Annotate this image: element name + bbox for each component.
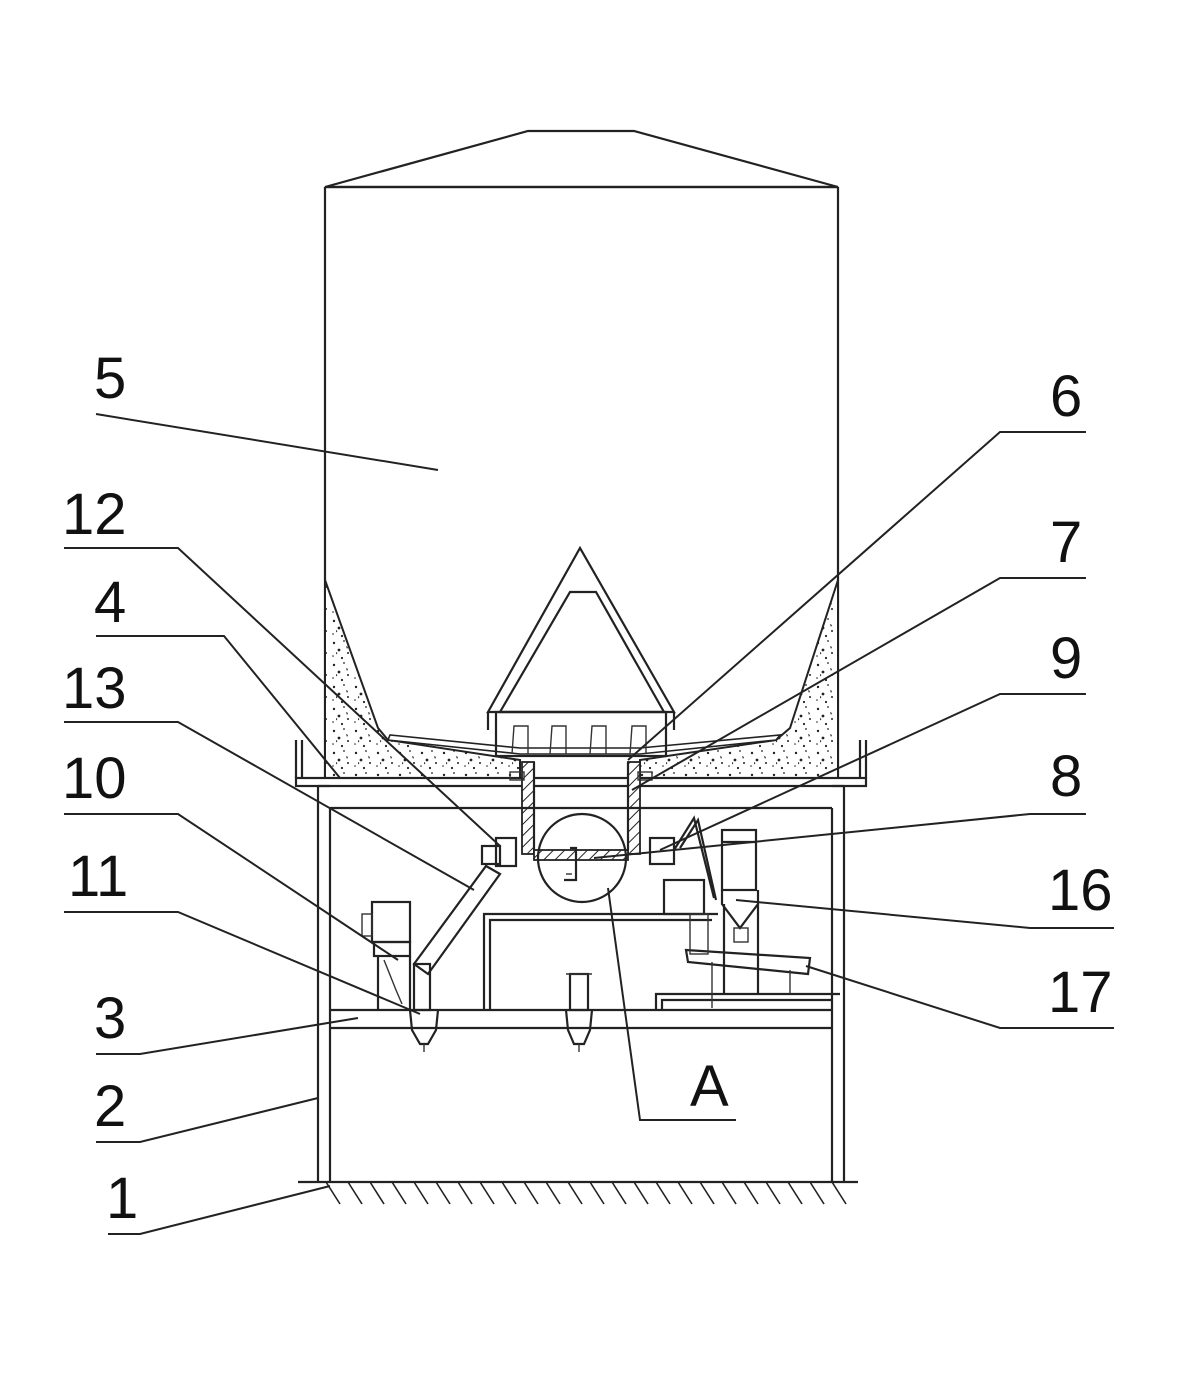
ground-hatch-mark xyxy=(391,1181,407,1205)
label-13: 13 xyxy=(62,656,127,721)
ground-hatch-mark xyxy=(655,1181,671,1205)
label-10: 10 xyxy=(62,746,127,811)
label-1: 1 xyxy=(106,1166,138,1231)
label-11: 11 xyxy=(68,844,128,909)
ground-hatch-mark xyxy=(743,1181,759,1205)
detail-circle-a xyxy=(536,812,628,904)
ground-hatch-mark xyxy=(611,1181,627,1205)
label-17: 17 xyxy=(1048,960,1113,1025)
ground-hatch-mark xyxy=(325,1181,341,1205)
ground-hatch-mark xyxy=(347,1181,363,1205)
label-3: 3 xyxy=(94,986,126,1051)
label-16: 16 xyxy=(1048,858,1113,923)
label-5: 5 xyxy=(94,346,126,411)
ground-hatch-mark xyxy=(413,1181,429,1205)
ground-hatch-mark xyxy=(567,1181,583,1205)
cone-distributor xyxy=(486,545,676,758)
ground-hatch-mark xyxy=(633,1181,649,1205)
center-discharge-nozzle xyxy=(564,972,594,1052)
discharge-hopper xyxy=(509,761,653,861)
label-9: 9 xyxy=(1050,626,1082,691)
ground-hatch-mark xyxy=(677,1181,693,1205)
ground-hatch-mark xyxy=(545,1181,561,1205)
ground-hatch-mark xyxy=(457,1181,473,1205)
reference-labels: 5 6 12 7 4 9 13 10 8 11 16 17 3 A 2 1 xyxy=(62,346,1113,1231)
right-conveyor-equipment xyxy=(648,815,812,1008)
ground-hatch-mark xyxy=(721,1181,737,1205)
ground-hatch-mark xyxy=(787,1181,803,1205)
label-12: 12 xyxy=(62,482,127,547)
ground-hatch-mark xyxy=(523,1181,539,1205)
ground-hatch-mark xyxy=(501,1181,517,1205)
support-slab xyxy=(294,740,868,788)
label-A: A xyxy=(690,1054,729,1119)
ground-hatch-mark xyxy=(809,1181,825,1205)
leader-lines xyxy=(64,413,1114,1235)
ground-hatch-mark xyxy=(699,1181,715,1205)
label-8: 8 xyxy=(1050,744,1082,809)
concrete-base-fill xyxy=(324,579,839,779)
label-6: 6 xyxy=(1050,364,1082,429)
ground-hatch-mark xyxy=(435,1181,451,1205)
intermediate-floor xyxy=(330,1008,832,1030)
ground-hatch-mark xyxy=(369,1181,385,1205)
ground-hatch-mark xyxy=(765,1181,781,1205)
ground-hatch-mark xyxy=(479,1181,495,1205)
ground-foundation xyxy=(298,1180,858,1205)
ground-hatch-mark xyxy=(831,1181,847,1205)
inner-platform xyxy=(482,912,840,1010)
ground-hatch-mark xyxy=(589,1181,605,1205)
label-4: 4 xyxy=(94,570,126,635)
silo-body xyxy=(323,129,840,778)
label-7: 7 xyxy=(1050,510,1082,575)
label-2: 2 xyxy=(94,1074,126,1139)
